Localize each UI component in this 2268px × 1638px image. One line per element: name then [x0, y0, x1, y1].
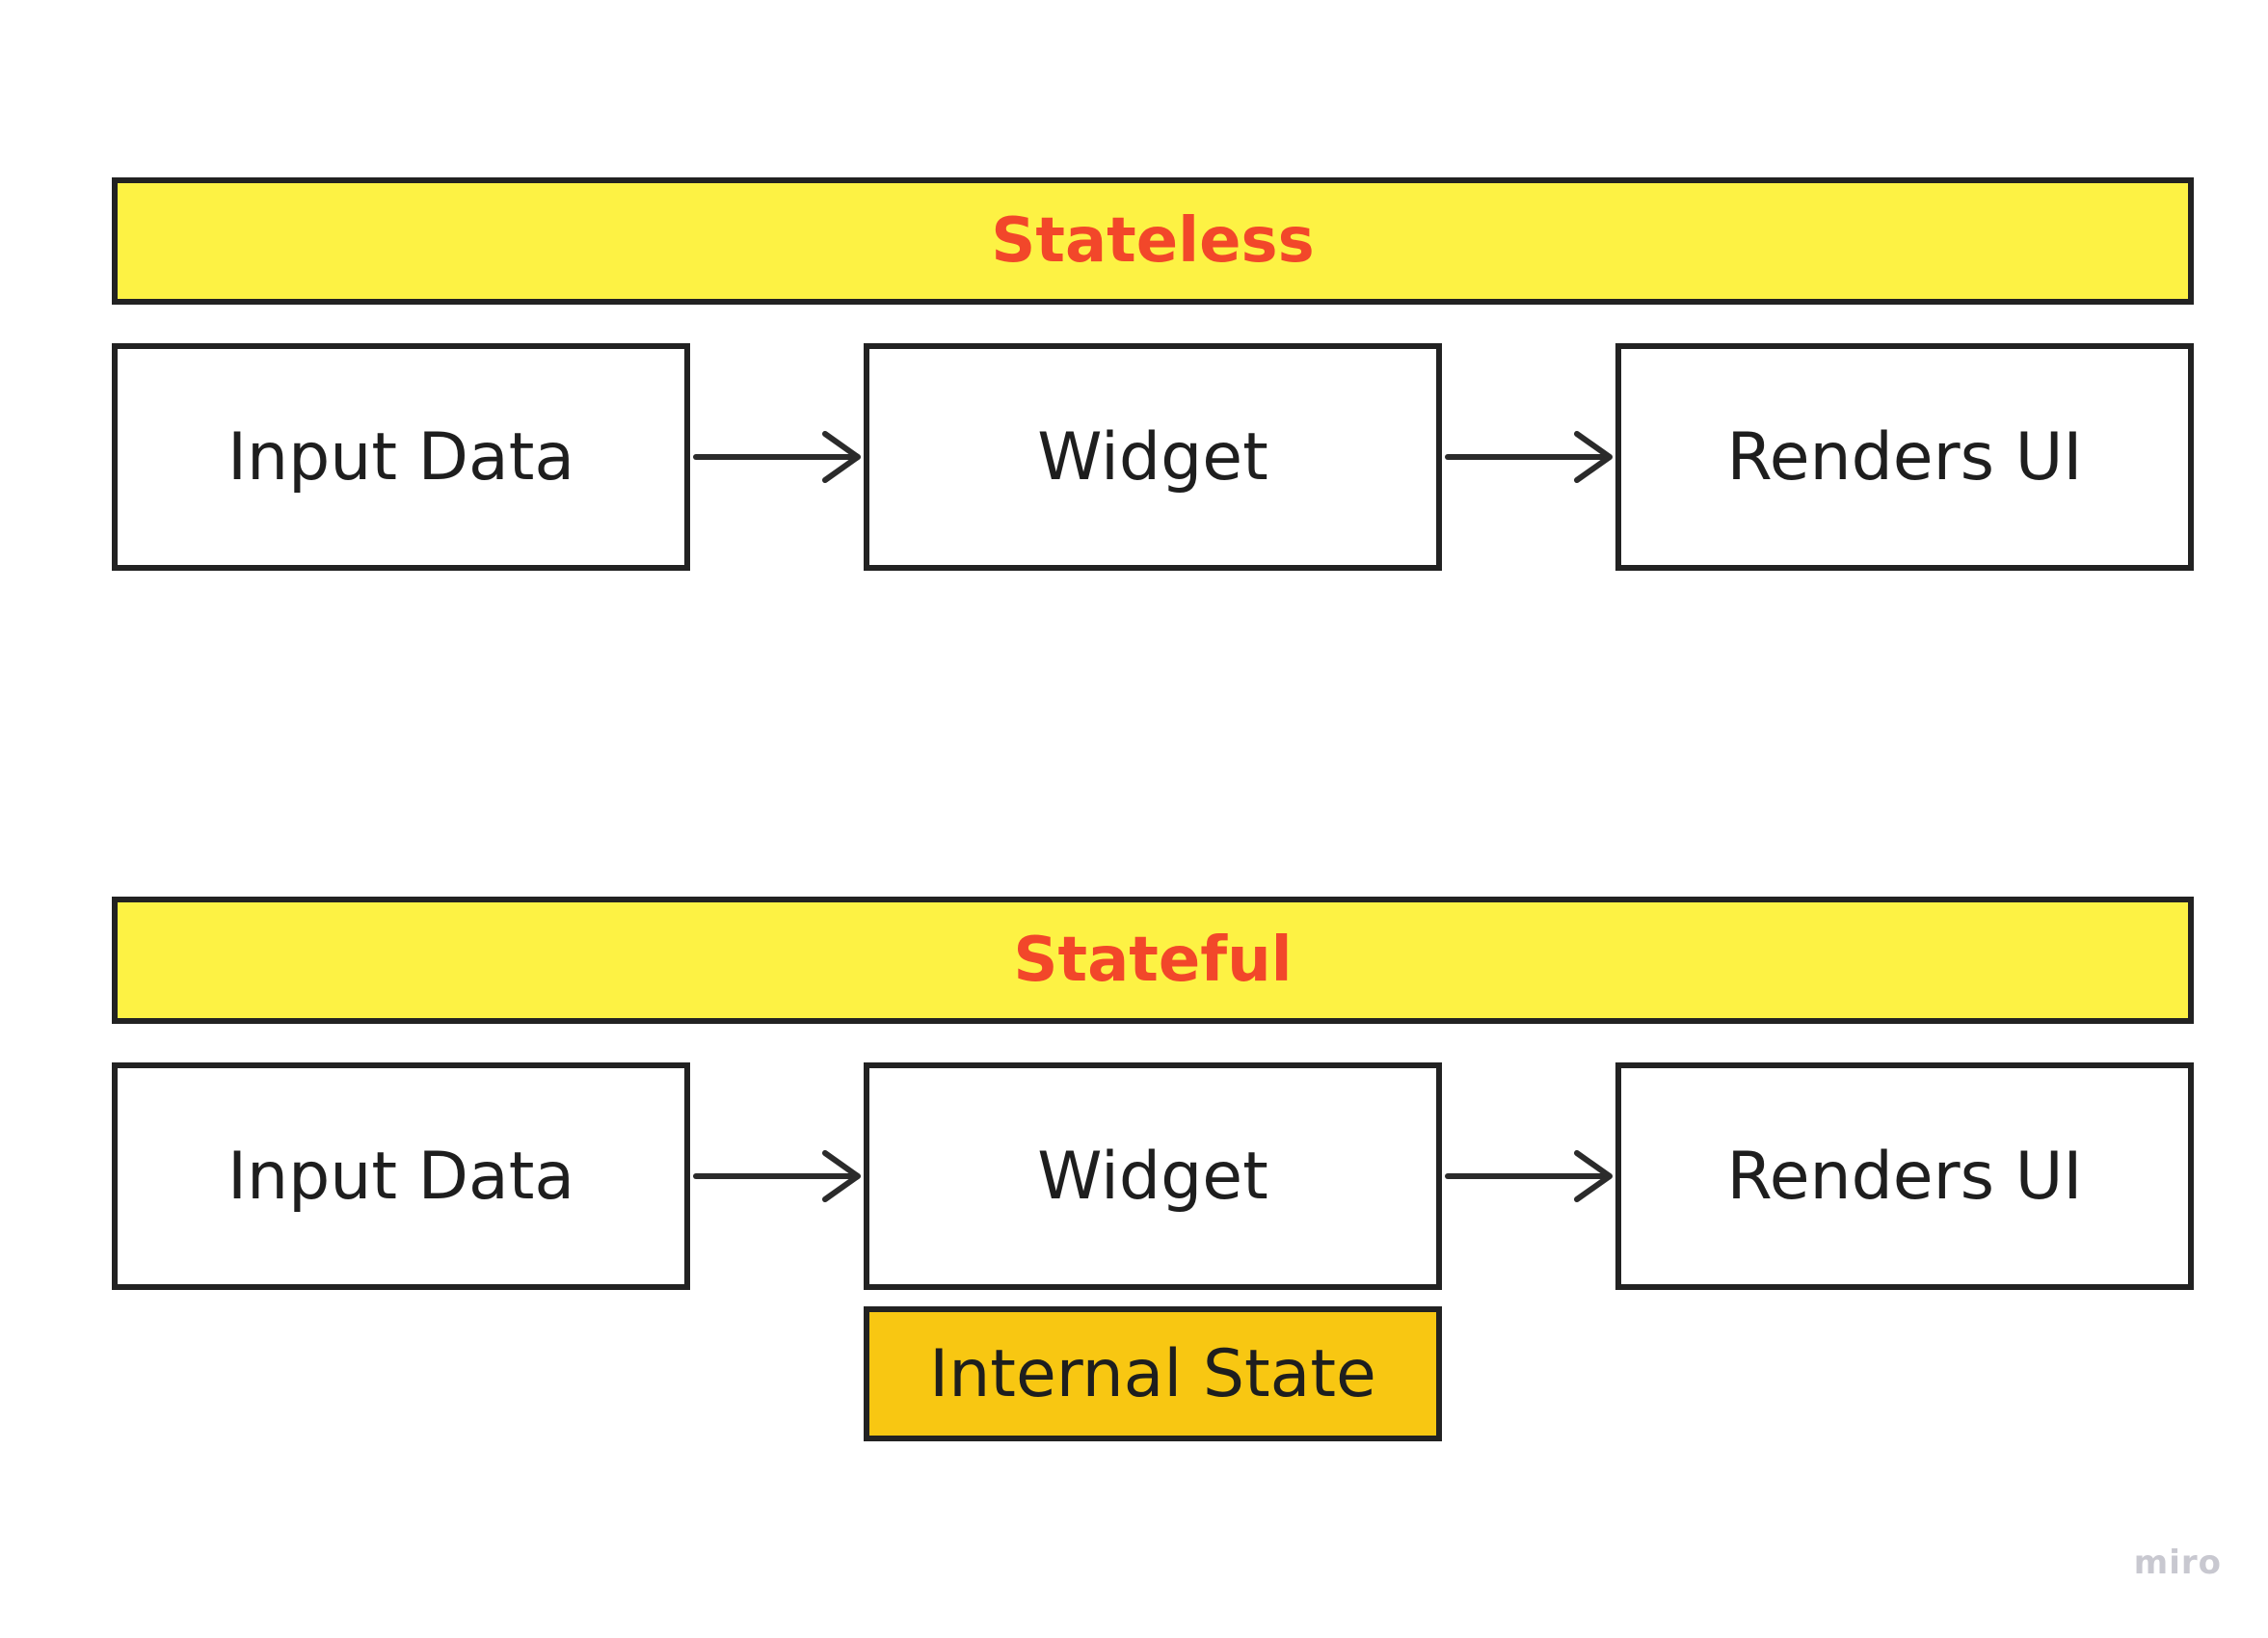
stateless-arrowhead-widget-to-renders [1574, 431, 1613, 483]
stateful-widget-box: Widget [864, 1062, 1442, 1290]
internal-state-label: Internal State [929, 1335, 1376, 1412]
stateless-renders-ui-box: Renders UI [1615, 343, 2194, 571]
stateful-arrowhead-widget-to-renders [1574, 1150, 1613, 1202]
stateless-renders-ui-label: Renders UI [1726, 418, 2083, 496]
stateful-input-data-label: Input Data [227, 1138, 575, 1215]
stateful-title: Stateful [1013, 925, 1293, 996]
stateless-widget-box: Widget [864, 343, 1442, 571]
miro-watermark-logo: miro [2133, 1544, 2222, 1582]
stateful-input-data-box: Input Data [112, 1062, 690, 1290]
stateless-arrowhead-input-to-widget [822, 431, 861, 483]
stateful-renders-ui-box: Renders UI [1615, 1062, 2194, 1290]
internal-state-box: Internal State [864, 1306, 1442, 1441]
stateful-widget-label: Widget [1037, 1138, 1268, 1215]
stateless-input-data-label: Input Data [227, 418, 575, 496]
stateful-arrowhead-input-to-widget [822, 1150, 861, 1202]
stateless-widget-label: Widget [1037, 418, 1268, 496]
stateless-banner: Stateless [112, 177, 2194, 305]
stateful-banner: Stateful [112, 897, 2194, 1024]
stateless-input-data-box: Input Data [112, 343, 690, 571]
stateless-title: Stateless [991, 205, 1315, 277]
stateful-renders-ui-label: Renders UI [1726, 1138, 2083, 1215]
